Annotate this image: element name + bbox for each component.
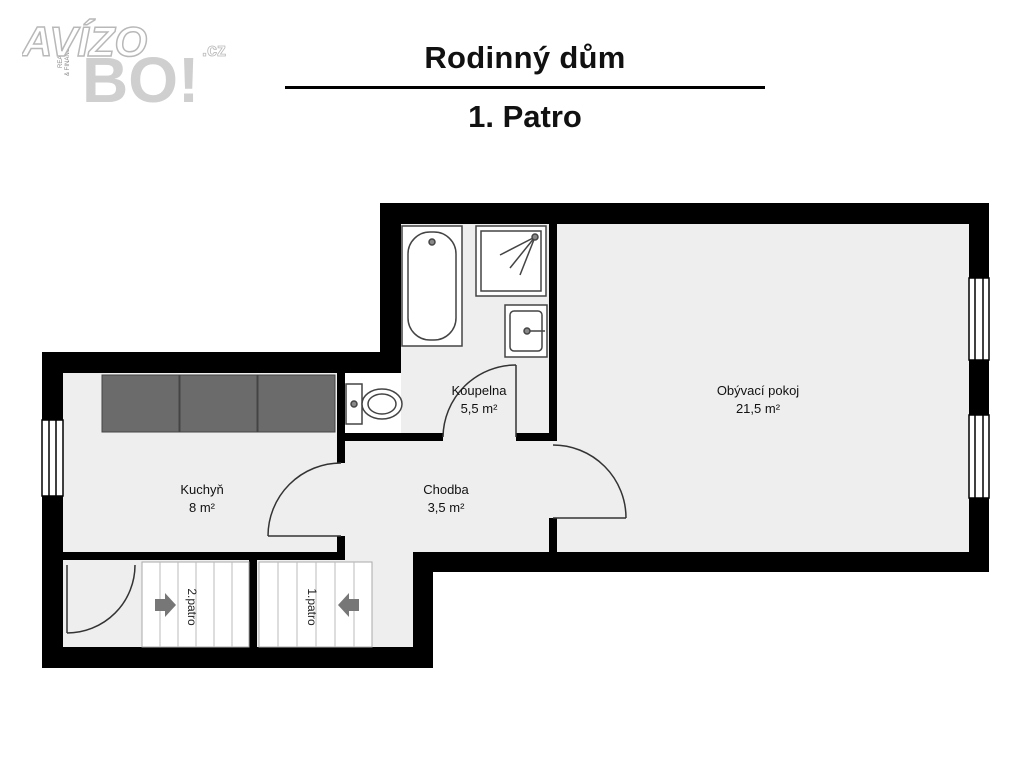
bathtub: [401, 225, 463, 347]
stairs-label-2-patro: 2.patro: [185, 588, 199, 626]
stairs-2-patro: 2.patro: [141, 561, 250, 648]
floor-title: 1. Patro: [468, 99, 582, 134]
title-block: Rodinný dům 1. Patro: [285, 36, 765, 139]
logo: BO! REALITY & FINANCE AVÍZO .cz: [20, 12, 242, 116]
page-title: Rodinný dům: [424, 40, 626, 75]
room-name-koupelna: Koupelna: [452, 383, 508, 398]
shower: [475, 225, 547, 297]
stairs-label-1-patro: 1.patro: [305, 588, 319, 626]
avizo-bo-logo: BO! REALITY & FINANCE AVÍZO .cz: [20, 17, 226, 116]
washbasin: [504, 304, 548, 358]
logo-domain: .cz: [202, 40, 226, 60]
logo-side-text-1: REALITY: [58, 43, 64, 68]
room-area-koupelna: 5,5 m²: [461, 401, 499, 416]
room-name-obyvaci-pokoj: Obývací pokoj: [717, 383, 799, 398]
room-area-obyvaci-pokoj: 21,5 m²: [736, 401, 781, 416]
walls: [42, 203, 989, 668]
room-area-kuchyn: 8 m²: [189, 500, 216, 515]
logo-brand: AVÍZO: [22, 18, 147, 65]
title-divider: [285, 86, 765, 89]
room-area-chodba: 3,5 m²: [428, 500, 466, 515]
logo-side-text-2: & FINANCE: [65, 44, 71, 76]
room-name-chodba: Chodba: [423, 482, 469, 497]
toilet: [345, 383, 403, 425]
stairs-1-patro: 1.patro: [258, 561, 373, 648]
windows: [41, 277, 990, 499]
kitchen-cabinets: [101, 374, 336, 433]
room-name-kuchyn: Kuchyň: [180, 482, 223, 497]
doors: [66, 364, 627, 634]
